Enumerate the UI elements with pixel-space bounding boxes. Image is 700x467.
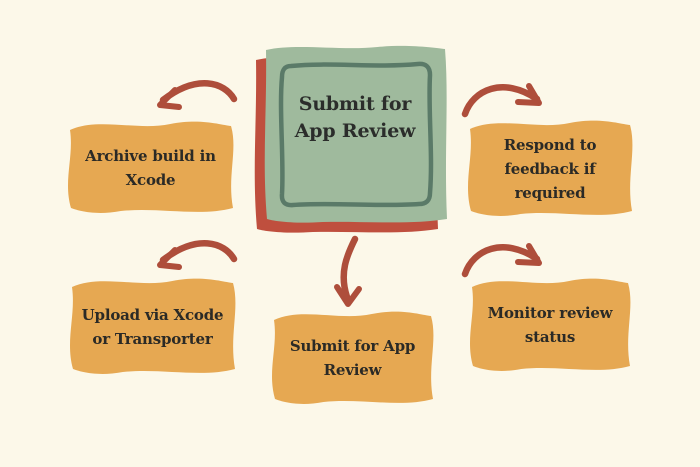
- step-label-upload-xcode: Upload via Xcode or Transporter: [81, 305, 224, 348]
- note-top-left: [68, 121, 234, 213]
- step-label-submit-review: Submit for App Review: [289, 337, 416, 379]
- step-label-archive-build: Archive build in Xcode: [85, 146, 216, 189]
- note-bottom-right: [470, 278, 631, 371]
- arrow-to-bottom-left: [157, 240, 238, 270]
- step-label-respond-feedback: Respond to feedback if required: [503, 135, 597, 202]
- center-step-label: Submit for App Review: [294, 93, 416, 142]
- note-top-right: [468, 120, 633, 216]
- arrow-to-top-right: [461, 83, 542, 118]
- note-bottom-left: [70, 278, 236, 374]
- center-inner-border: [278, 61, 434, 208]
- arrow-to-top-left: [157, 80, 238, 110]
- arrow-to-bottom-center: [334, 235, 362, 307]
- center-green-square: [264, 45, 447, 223]
- arrow-to-bottom-right: [461, 243, 542, 278]
- note-bottom-center: [272, 311, 434, 404]
- step-label-monitor-status: Monitor review status: [487, 304, 613, 346]
